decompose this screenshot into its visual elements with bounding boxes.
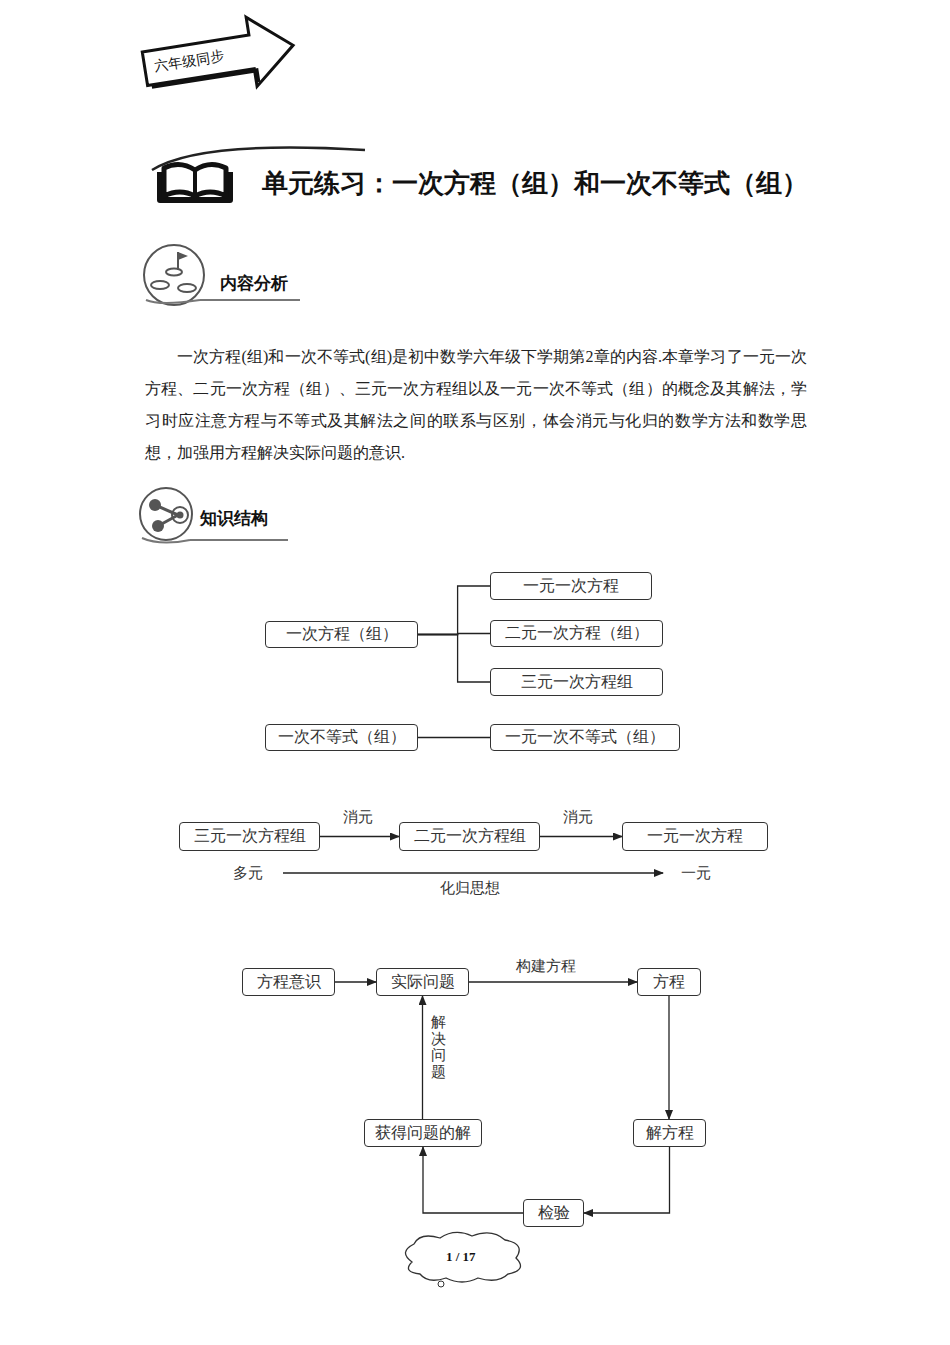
box-text: 一次方程（组） (286, 624, 398, 645)
connector (469, 981, 637, 982)
topic-box: 一元一次不等式（组） (490, 724, 680, 751)
banner-outline (139, 11, 298, 104)
page-cloud (438, 1281, 444, 1287)
connector (320, 836, 399, 837)
process-box: 二元一次方程组 (399, 822, 540, 851)
process-box: 方程意识 (242, 968, 335, 996)
connector (540, 836, 622, 837)
edge-label: 解决问题 (431, 1014, 446, 1080)
process-box: 实际问题 (376, 968, 469, 996)
box-text: 三元一次方程组 (194, 826, 306, 847)
topic-box: 二元一次方程（组） (490, 620, 663, 647)
edge-label: 消元 (563, 808, 593, 827)
section-underline (142, 538, 190, 543)
box-text: 一次不等式（组） (278, 727, 406, 748)
connector (668, 996, 669, 1119)
edge-label: 消元 (343, 808, 373, 827)
connector (418, 737, 490, 738)
page-number: 1 / 17 (446, 1249, 476, 1265)
page-cloud (405, 1232, 520, 1282)
section-underline (146, 300, 200, 303)
process-box: 检验 (523, 1199, 584, 1227)
connector (418, 635, 490, 683)
connector (335, 981, 376, 982)
category-box: 一次方程（组） (265, 621, 418, 648)
section-heading: 知识结构 (200, 507, 268, 530)
box-text: 检验 (538, 1203, 570, 1224)
process-box: 获得问题的解 (364, 1119, 482, 1147)
category-box: 一次不等式（组） (265, 724, 418, 751)
section-underline (200, 299, 300, 301)
edge-label: 构建方程 (516, 957, 576, 976)
box-text: 实际问题 (391, 972, 455, 993)
process-box: 一元一次方程 (622, 822, 768, 851)
topic-box: 三元一次方程组 (490, 668, 663, 696)
process-box: 解方程 (633, 1119, 706, 1147)
annotation: 化归思想 (440, 879, 500, 898)
annotation: 多元 (233, 864, 263, 883)
banner-shadow (152, 70, 259, 98)
reduction-arrow (283, 872, 663, 873)
section-icon (144, 245, 204, 305)
box-text: 一元一次方程 (523, 576, 619, 597)
box-text: 一元一次方程 (647, 826, 743, 847)
process-box: 三元一次方程组 (179, 822, 320, 851)
box-text: 方程 (653, 972, 685, 993)
box-text: 获得问题的解 (375, 1123, 471, 1144)
connector (422, 996, 423, 1119)
connector (423, 1147, 523, 1213)
box-text: 二元一次方程（组） (505, 623, 649, 644)
section-underline (190, 539, 288, 541)
intro-paragraph: 一次方程(组)和一次不等式(组)是初中数学六年级下学期第2章的内容.本章学习了一… (145, 341, 807, 469)
box-text: 一元一次不等式（组） (505, 727, 665, 748)
section-heading: 内容分析 (220, 272, 288, 295)
book-icon (160, 164, 230, 200)
connector (418, 586, 490, 635)
box-text: 方程意识 (257, 972, 321, 993)
title: 单元练习：一次方程（组）和一次不等式（组） (262, 166, 808, 201)
tag-banner: 六年级同步 (135, 6, 303, 108)
topic-box: 一元一次方程 (490, 572, 652, 600)
box-text: 三元一次方程组 (521, 672, 633, 693)
annotation: 一元 (681, 864, 711, 883)
section-icon (140, 488, 192, 540)
connector (584, 1147, 670, 1213)
box-text: 二元一次方程组 (414, 826, 526, 847)
process-box: 方程 (637, 968, 701, 996)
box-text: 解方程 (646, 1123, 694, 1144)
